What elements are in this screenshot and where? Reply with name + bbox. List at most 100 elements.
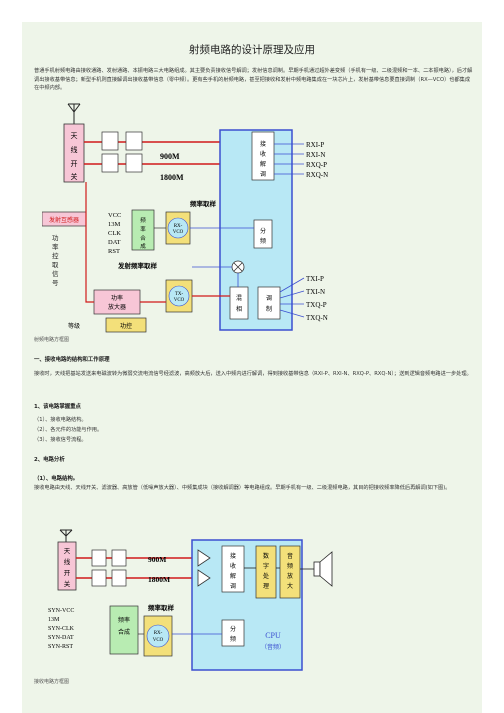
tx-input-3: TXQ-N (306, 314, 328, 322)
section-1-heading: 一、接收电路的结构和工作原理 (34, 357, 110, 363)
svg-text:线: 线 (71, 145, 78, 154)
svg-text:关: 关 (71, 172, 78, 181)
svg-text:理: 理 (263, 583, 269, 590)
svg-text:号: 号 (52, 279, 59, 287)
tx-detect-label: 发射互感器 (49, 216, 79, 224)
svg-text:解: 解 (260, 160, 266, 168)
section-1-text: 接收时，天线把基站发送来电磁波转为微弱交流电流信号经滤波，高频放大后，送入中频内… (34, 371, 472, 377)
speaker-icon (300, 551, 333, 587)
svg-text:频: 频 (287, 562, 293, 570)
section-3-heading: 2、电路分析 (34, 457, 65, 463)
section-2-heading: 1、该电路掌握重点 (34, 404, 81, 410)
tx-vco-label: TX- (175, 292, 184, 297)
svg-text:VCO: VCO (153, 638, 164, 643)
ctrl-line-0: VCC (108, 212, 121, 219)
svg-text:线: 线 (64, 557, 71, 566)
ctrl-line-3: SYN-DAT (48, 635, 74, 641)
svg-text:功: 功 (52, 234, 59, 242)
antenna-icon (67, 103, 81, 124)
freq-synth-label: 频率 (118, 616, 130, 624)
svg-text:相: 相 (236, 305, 242, 313)
ctrl-line-4: SYN-RST (48, 644, 73, 650)
svg-text:开: 开 (71, 160, 78, 168)
svg-text:收: 收 (230, 562, 236, 570)
rx-output-2: RXQ-P (306, 161, 327, 169)
svg-text:收: 收 (260, 150, 266, 158)
svg-text:频: 频 (260, 237, 266, 245)
list-item: （1）、接收电路结构。 (34, 417, 87, 423)
rx-vco-label: RX- (174, 224, 183, 229)
svg-text:字: 字 (263, 562, 269, 570)
section-4-text: 接收电路由天线、天线开关、滤波器、高放管（低噪声放大器）、中频集成块（接收解调器… (34, 485, 451, 491)
freq-sample-label: 频率取样 (190, 199, 217, 208)
svg-text:关: 关 (64, 579, 71, 588)
figure1-caption: 射频电路方框图 (34, 337, 70, 343)
document-page: 射频电路的设计原理及应用 普通手机射频电路由接收通路、发射通路、本振电路三大电路… (22, 22, 482, 713)
svg-text:率: 率 (52, 242, 59, 251)
pa-label: 功率 (111, 294, 123, 302)
ctrl-line-1: 13M (108, 221, 121, 228)
1800m-label: 1800M (160, 173, 184, 182)
level-label: 等级 (68, 322, 80, 330)
ctrl-line-2: CLK (108, 230, 121, 237)
freq-sample-label: 频率取样 (148, 603, 175, 612)
rx-output-1: RXI-N (306, 151, 325, 159)
page-title: 射频电路的设计原理及应用 (189, 44, 315, 56)
rx-demod-label: 接 (260, 140, 266, 148)
900m-label: 900M (160, 152, 180, 161)
divider-label: 分 (260, 227, 266, 235)
divider-label: 分 (230, 625, 236, 633)
rx-block-diagram: 天 线 开 关 900M 1800M 接 收 解 调 数 字 处 理 音 频 放… (48, 529, 333, 671)
svg-text:天: 天 (64, 547, 71, 555)
figure2-caption: 接收电路方框图 (34, 679, 70, 685)
svg-text:制: 制 (266, 305, 272, 313)
cpu-label: CPU (265, 631, 281, 640)
tx-input-0: TXI-P (306, 275, 324, 283)
svg-text:控: 控 (52, 251, 59, 260)
svg-text:调: 调 (230, 582, 236, 590)
section-4-heading: （1）、电路结构。 (34, 476, 79, 482)
svg-text:取: 取 (52, 261, 59, 269)
freq-synth-label: 频 (140, 216, 146, 224)
audio-amp-label: 音 (287, 552, 293, 560)
svg-text:率: 率 (140, 225, 146, 233)
intro-paragraph: 普通手机射频电路由接收通路、发射通路、本振电路三大电路组成。其主要负责接收信号解… (34, 68, 473, 92)
rx-vco-label: RX- (154, 631, 163, 636)
list-item: （2）、各元件的功能与作用。 (34, 427, 103, 433)
modulator-label: 调 (266, 294, 272, 302)
rx-output-0: RXI-P (306, 141, 324, 149)
antenna-icon (59, 529, 73, 542)
svg-text:合成: 合成 (118, 628, 130, 636)
mixer-label: 混 (236, 294, 242, 302)
svg-text:放大器: 放大器 (108, 303, 126, 311)
1800m-label: 1800M (148, 575, 170, 584)
rf-block-diagram: 天 线 开 关 900M 1800M 接 收 解 调 RXI-P RXI-N R… (42, 103, 328, 333)
ctrl-line-3: DAT (108, 239, 121, 246)
tx-sample-label: 发射频率取样 (117, 261, 158, 270)
svg-text:开: 开 (64, 569, 71, 577)
rx-output-3: RXQ-N (306, 171, 328, 179)
svg-text:解: 解 (230, 572, 236, 580)
900m-label: 900M (148, 555, 166, 564)
ctrl-line-4: RST (108, 248, 120, 255)
ctrl-line-1: 13M (48, 617, 60, 623)
svg-text:合: 合 (140, 234, 146, 242)
svg-text:处: 处 (263, 572, 269, 580)
cpu-sub-label: （音频） (261, 643, 285, 651)
tx-input-1: TXI-N (306, 288, 325, 296)
svg-text:信: 信 (52, 269, 59, 278)
ctrl-line-0: SYN-VCC (48, 608, 74, 614)
svg-text:VCO: VCO (174, 298, 185, 303)
pa-ctrl-label: 功控 (120, 322, 132, 330)
ctrl-line-2: SYN-CLK (48, 626, 75, 632)
list-item: （3）、接收信号流程。 (34, 437, 87, 443)
svg-text:大: 大 (287, 582, 293, 590)
antenna-switch-label: 天 (71, 132, 78, 140)
svg-text:放: 放 (287, 572, 293, 580)
svg-text:VCO: VCO (173, 230, 184, 235)
svg-text:成: 成 (140, 242, 146, 250)
tx-input-2: TXQ-P (306, 301, 327, 309)
dsp-label: 数 (263, 552, 269, 560)
svg-text:频: 频 (230, 635, 236, 643)
svg-text:调: 调 (260, 170, 266, 178)
